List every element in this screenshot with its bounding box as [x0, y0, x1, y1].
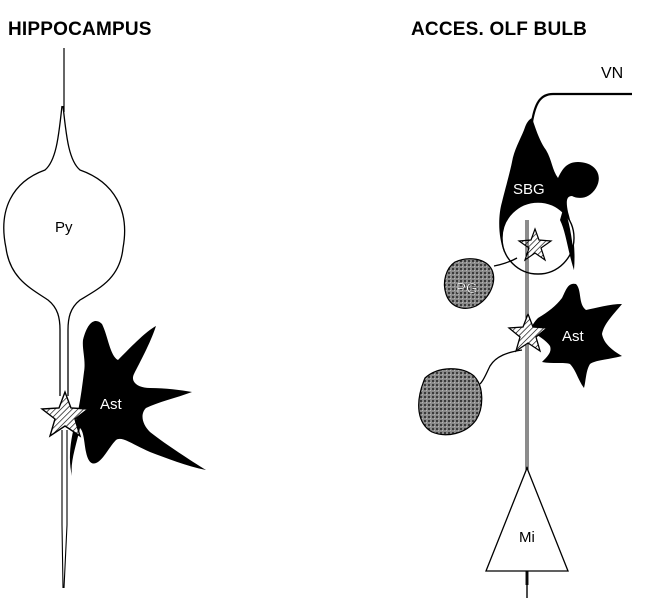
pg-label: PG [456, 280, 478, 297]
astrocyte-left [70, 321, 206, 476]
olfactory-bulb-panel: VN SBG PG Ast Mi [419, 65, 632, 598]
astrocyte-left-label: Ast [100, 396, 123, 413]
hippocampus-panel: Py Ast [4, 48, 206, 588]
vn-label: VN [601, 65, 623, 82]
vomeronasal-nerve [532, 94, 632, 122]
granule-process [480, 350, 522, 384]
mitral-cell [486, 468, 568, 571]
astrocyte-right-label: Ast [562, 328, 585, 345]
mitral-label: Mi [519, 529, 535, 546]
granule-cell [419, 369, 482, 435]
pyramidal-label: Py [55, 219, 73, 236]
pyramidal-axon [62, 430, 67, 588]
sbg-label: SBG [513, 181, 545, 198]
